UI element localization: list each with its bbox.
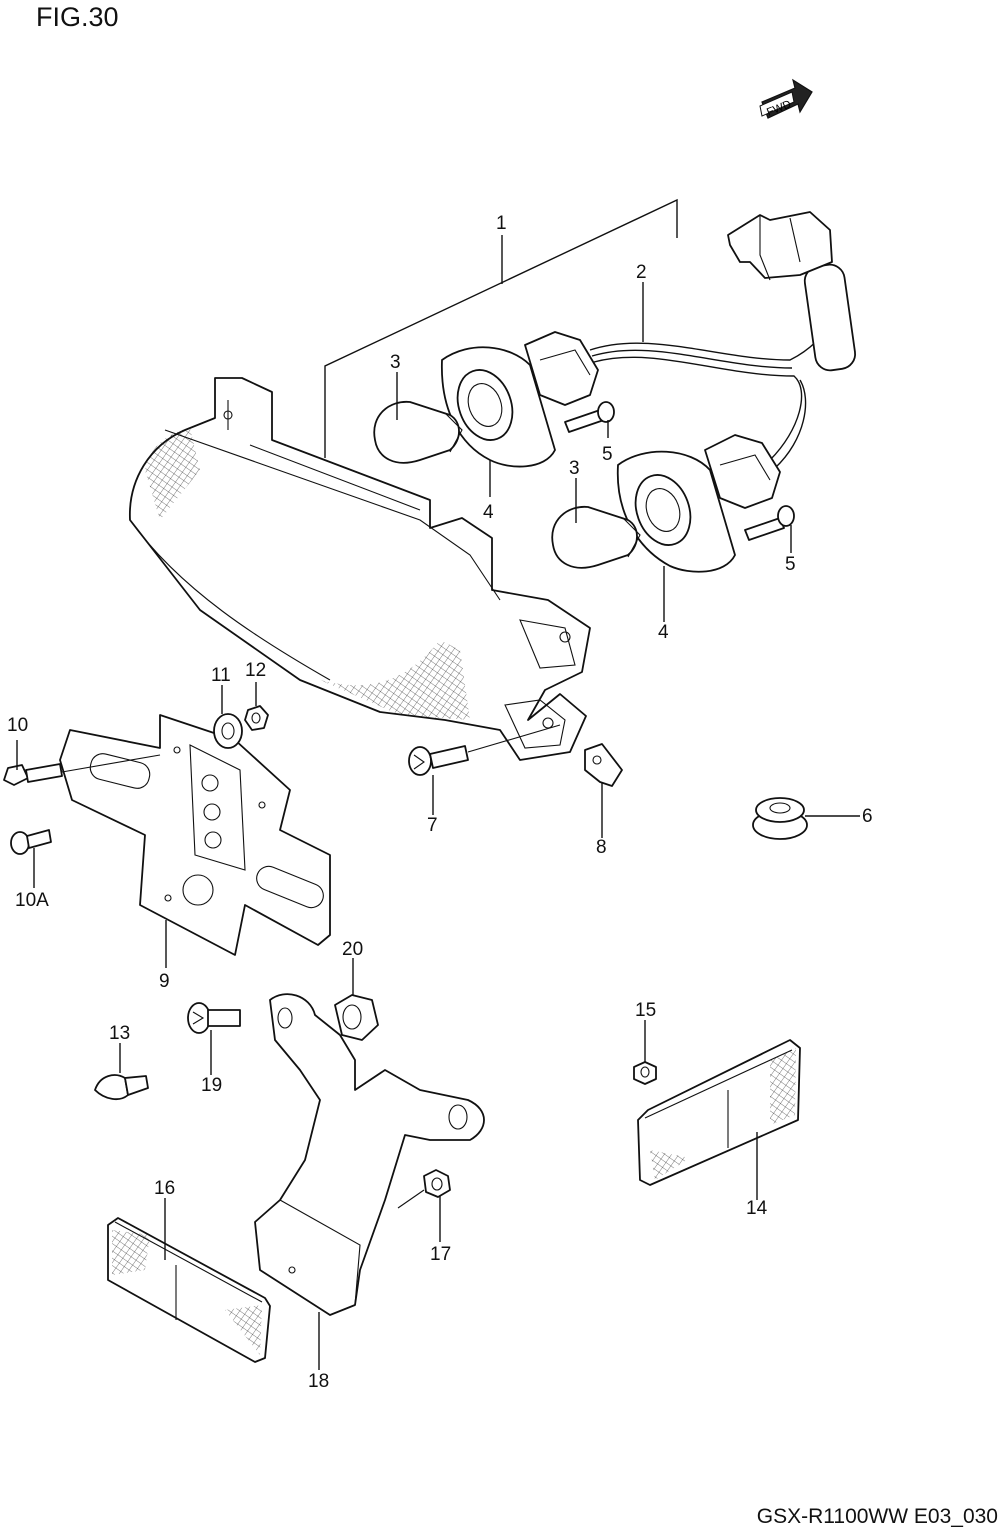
screw-part-10a	[10, 829, 52, 855]
rivet-part-13	[94, 1074, 149, 1101]
callout-5-lower: 5	[785, 554, 796, 575]
callout-17: 17	[430, 1244, 451, 1265]
callout-4-lower: 4	[658, 622, 669, 643]
bulb-upper	[373, 401, 463, 464]
reflector-part-16	[107, 1217, 271, 1363]
assembly-bracket-part-1	[324, 198, 678, 458]
callout-5-upper: 5	[602, 444, 613, 465]
callout-6: 6	[862, 806, 873, 827]
callout-8: 8	[596, 837, 607, 858]
washer-part-11	[213, 713, 243, 749]
callout-labels: 1 2 3 3 4 4 5 5 6 7 8 9 10 10A 11 12 13 …	[7, 213, 873, 1392]
callout-11: 11	[211, 665, 231, 686]
bulb-lower	[551, 506, 641, 569]
screw-part-7	[408, 724, 561, 776]
callout-10: 10	[7, 715, 28, 736]
figure-title: FIG.30	[36, 2, 119, 32]
wiring-harness	[589, 211, 857, 469]
callout-10a: 10A	[15, 890, 49, 911]
callout-2: 2	[636, 262, 647, 283]
bolt-part-10	[3, 754, 161, 786]
callout-12: 12	[245, 660, 266, 681]
drawing-code: GSX-R1100WW E03_030	[756, 1505, 998, 1528]
forward-direction-icon: FWD	[759, 78, 813, 119]
screw-part-19	[187, 1002, 241, 1034]
callout-19: 19	[201, 1075, 222, 1096]
reflector-part-14	[637, 1039, 801, 1186]
nut-part-12	[244, 705, 269, 731]
callout-7: 7	[427, 815, 438, 836]
callout-1: 1	[496, 213, 507, 234]
nut-part-17	[397, 1169, 451, 1209]
leader-lines	[16, 282, 860, 1370]
callout-13: 13	[109, 1023, 130, 1044]
callout-3-lower: 3	[569, 458, 580, 479]
callout-15: 15	[635, 1000, 656, 1021]
callout-16: 16	[154, 1178, 175, 1199]
callout-3-upper: 3	[390, 352, 401, 373]
bulb-socket-upper	[441, 331, 599, 468]
tail-light-housing	[129, 377, 591, 761]
callout-9: 9	[159, 971, 170, 992]
bulb-socket-lower	[616, 434, 781, 573]
nut-part-15	[633, 1061, 657, 1085]
callout-14: 14	[746, 1198, 768, 1219]
callout-18: 18	[308, 1371, 329, 1392]
screw-upper	[564, 401, 615, 433]
callout-4-upper: 4	[483, 502, 494, 523]
clip-part-8	[584, 743, 623, 787]
nut-part-20	[334, 994, 379, 1041]
reflector-bracket-part-18	[254, 993, 485, 1316]
grommet-part-6	[752, 797, 808, 840]
harness-connector	[727, 211, 833, 281]
license-bracket-part-9	[59, 714, 331, 956]
callout-20: 20	[342, 939, 363, 960]
screw-lower	[744, 505, 795, 541]
